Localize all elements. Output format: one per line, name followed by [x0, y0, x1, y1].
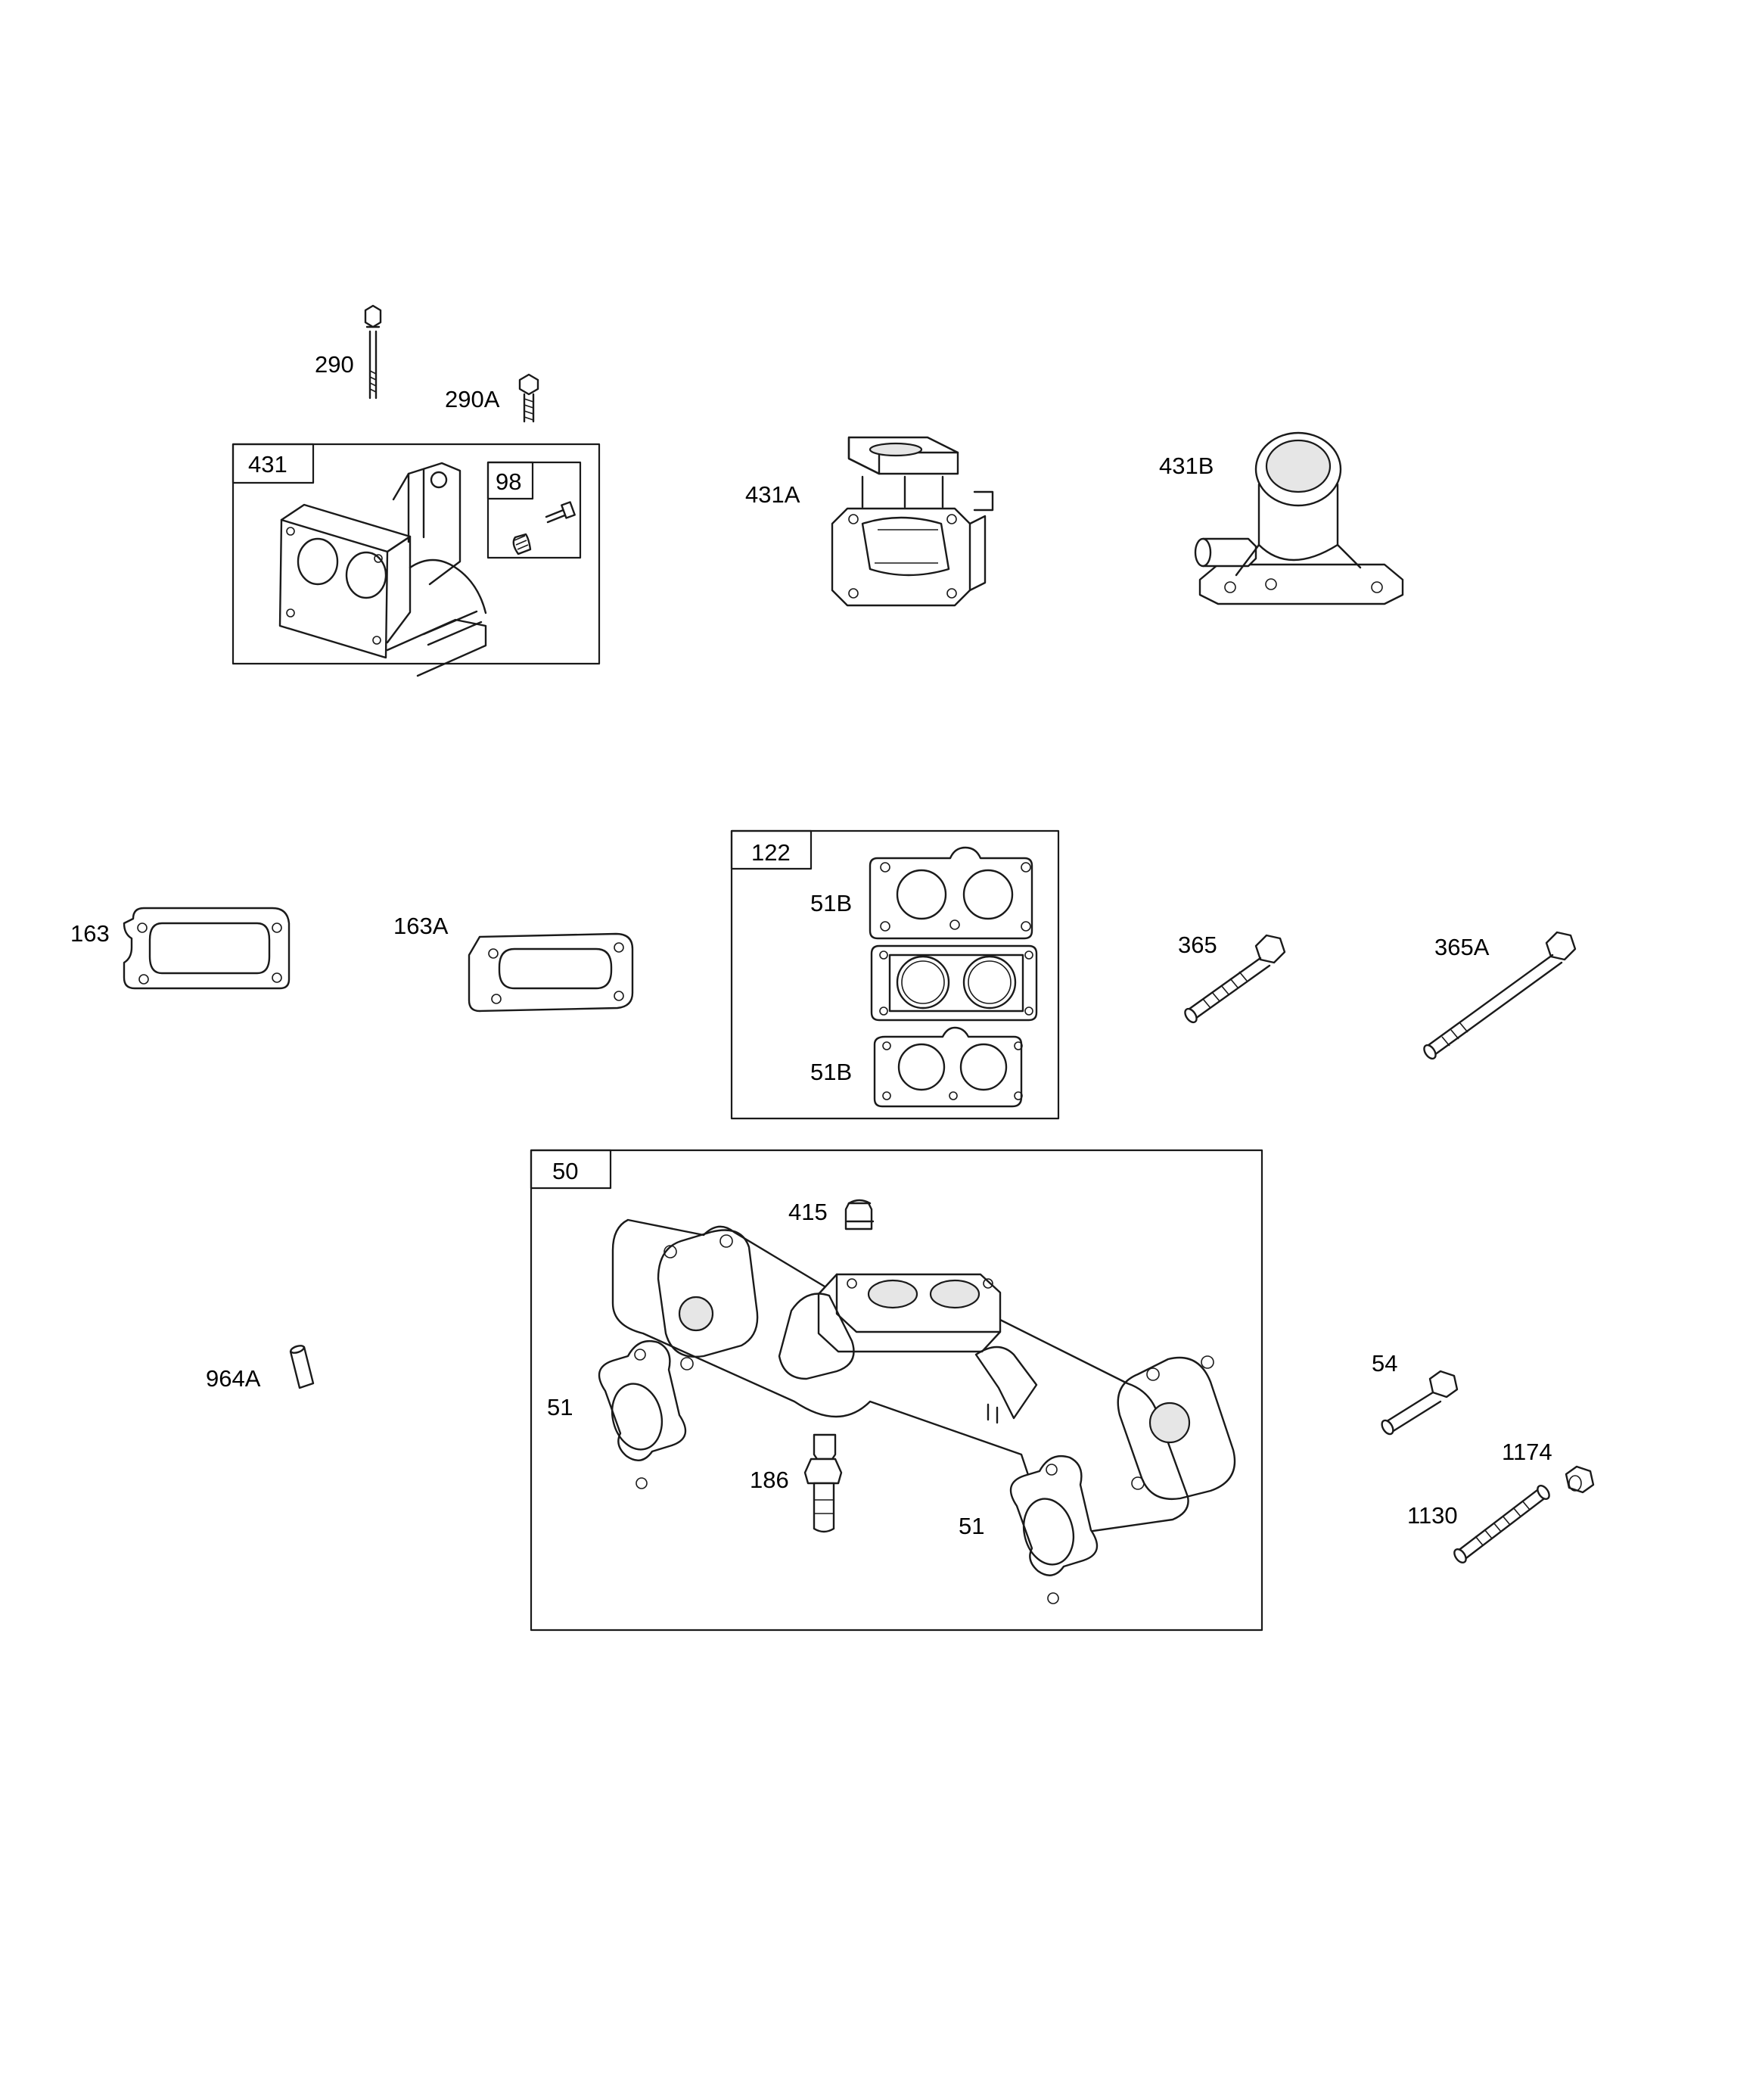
- part-98-screw-spring: [512, 501, 576, 555]
- kit-tab-122: [730, 829, 813, 870]
- callout-51-left: 51: [547, 1394, 573, 1420]
- part-51b-gasket-bottom: [873, 1026, 1023, 1108]
- part-163-gasket: [123, 907, 291, 990]
- callout-290a: 290A: [445, 386, 500, 412]
- callout-415: 415: [788, 1199, 828, 1225]
- part-51-gasket-left: [598, 1339, 687, 1489]
- callout-431a: 431A: [745, 481, 800, 508]
- part-51b-gasket-top: [869, 846, 1033, 940]
- part-415-plug: [844, 1199, 875, 1230]
- kit-tab-98: [486, 461, 534, 500]
- part-365-bolt: [1184, 934, 1286, 1024]
- part-290a-bolt: [518, 373, 539, 423]
- callout-163: 163: [70, 920, 110, 947]
- callout-122: 122: [751, 839, 791, 866]
- part-431-carburetor: [278, 462, 487, 677]
- part-186-fitting: [803, 1433, 843, 1533]
- kit-frame-122: [730, 829, 1060, 1120]
- part-365a-bolt: [1423, 931, 1577, 1060]
- kit-frame-50: [530, 1149, 1263, 1632]
- part-51-gasket-right: [1009, 1454, 1099, 1604]
- callout-98: 98: [496, 468, 521, 495]
- callout-51b-bottom: 51B: [810, 1059, 852, 1085]
- callout-186: 186: [750, 1467, 789, 1493]
- callout-163a: 163A: [393, 913, 449, 939]
- part-1174-nut: [1565, 1465, 1595, 1494]
- callout-51-right: 51: [959, 1513, 984, 1539]
- part-gasket-middle: [870, 944, 1038, 1022]
- kit-tab-431: [232, 443, 315, 484]
- part-431a-adapter: [831, 436, 994, 607]
- part-50-intake-manifold: [611, 1218, 1236, 1536]
- callout-431: 431: [248, 451, 287, 478]
- part-964a-pin: [289, 1345, 315, 1389]
- callout-964a: 964A: [206, 1365, 261, 1392]
- callout-365a: 365A: [1434, 934, 1490, 960]
- kit-frame-431: [232, 443, 601, 665]
- callout-54: 54: [1372, 1350, 1397, 1377]
- part-290-bolt: [364, 304, 382, 400]
- callout-431b: 431B: [1159, 453, 1214, 479]
- kit-frame-98: [486, 461, 582, 559]
- callout-1130: 1130: [1407, 1502, 1458, 1529]
- part-54-bolt: [1381, 1370, 1459, 1436]
- callout-50: 50: [552, 1158, 578, 1184]
- part-431b-elbow: [1194, 431, 1404, 605]
- kit-tab-50: [530, 1149, 612, 1190]
- callout-365: 365: [1178, 932, 1217, 958]
- callout-51b-top: 51B: [810, 890, 852, 916]
- callout-290: 290: [315, 351, 354, 378]
- part-163a-gasket: [468, 932, 634, 1013]
- callout-1174: 1174: [1502, 1439, 1552, 1465]
- part-1130-stud: [1453, 1484, 1550, 1564]
